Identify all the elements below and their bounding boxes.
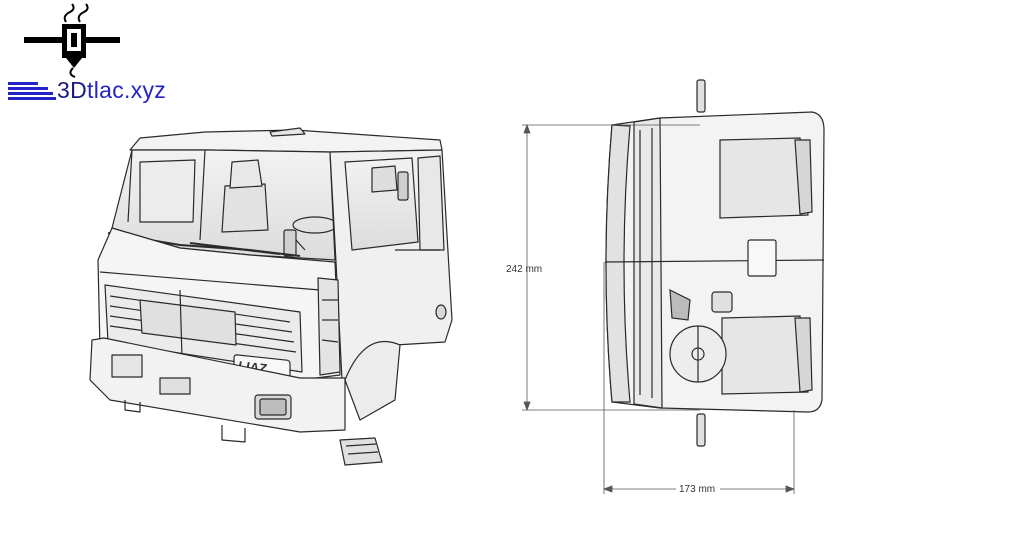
brand-suffix: tlac.xyz: [87, 77, 167, 103]
mirror-top: [696, 79, 706, 113]
height-dimension: [522, 123, 700, 412]
perspective-view: LIAZ: [89, 127, 453, 466]
seat-top: [719, 137, 809, 219]
top-view: [604, 79, 825, 447]
3d-printer-icon: [24, 3, 120, 78]
step: [339, 437, 383, 466]
speed-lines: [8, 82, 56, 100]
brand-text: 3Dtlac.xyz: [57, 77, 166, 104]
side-mirror: [283, 229, 297, 257]
height-label: 242 mm: [506, 264, 542, 275]
width-label: 173 mm: [679, 484, 715, 495]
logo: [8, 3, 120, 100]
mirror-bottom: [696, 413, 706, 447]
brand-prefix: 3D: [57, 77, 88, 103]
headlight: [317, 277, 341, 376]
